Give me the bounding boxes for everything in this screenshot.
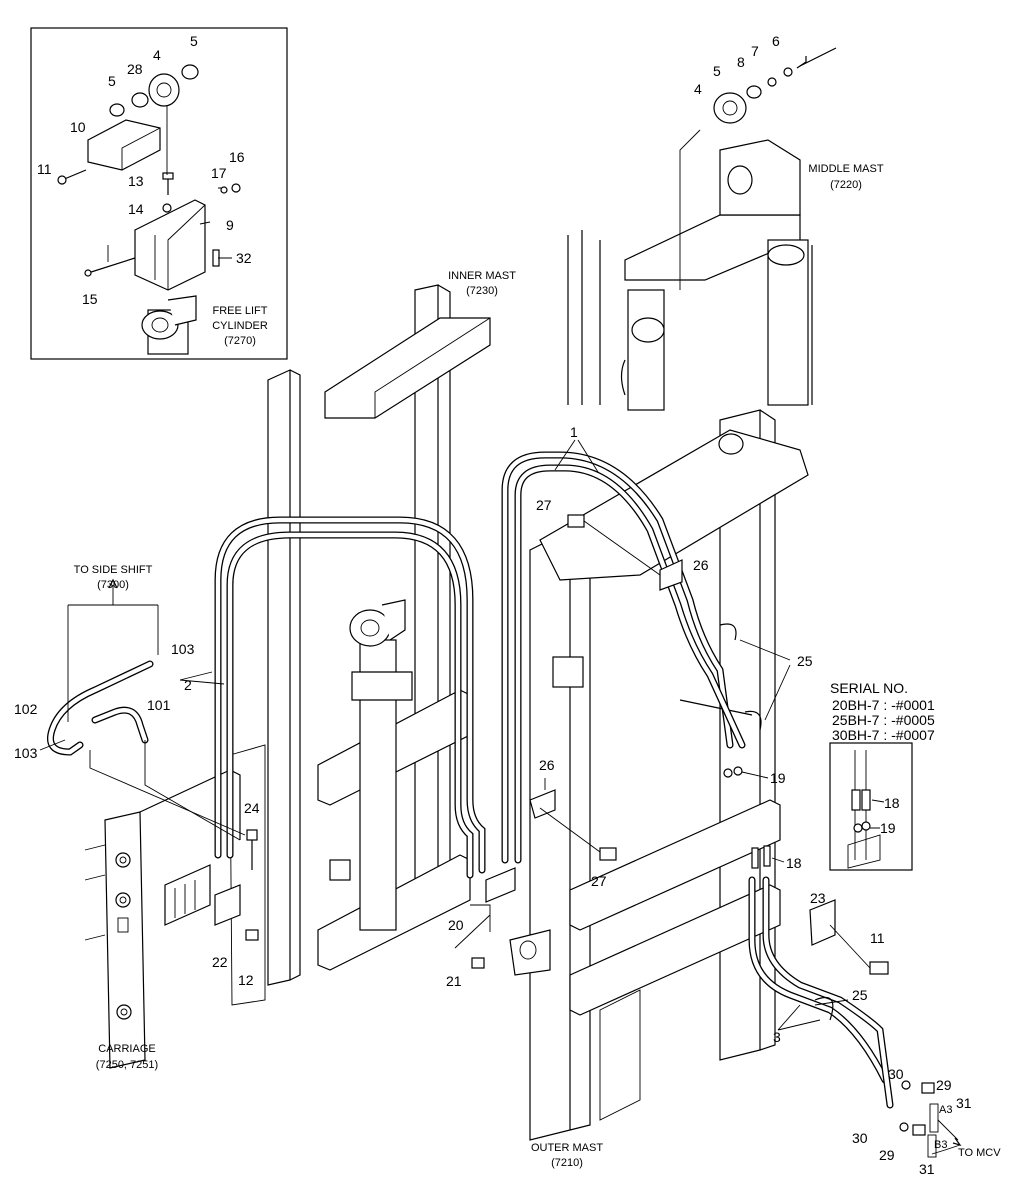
serial-line-1: 20BH-7 : -#0001: [832, 697, 935, 713]
caption-outer-mast-1: OUTER MAST: [531, 1142, 603, 1154]
side-shift-hoses: TO SIDE SHIFT (7300) 103 102 101 103: [14, 564, 246, 841]
label-25a: 25: [797, 653, 813, 669]
label-30a: 30: [888, 1066, 904, 1082]
label-32: 32: [236, 250, 252, 266]
label-16: 16: [229, 149, 245, 165]
caption-carriage-1: CARRIAGE: [98, 1043, 155, 1055]
label-29a: 29: [936, 1077, 952, 1093]
label-26b: 26: [539, 757, 555, 773]
label-29b: 29: [879, 1147, 895, 1163]
caption-side-shift-2: (7300): [97, 579, 129, 591]
label-28: 28: [127, 61, 143, 77]
hose-3-assembly: 3: [748, 876, 894, 1109]
serial-line-3: 30BH-7 : -#0007: [832, 727, 935, 743]
label-9: 9: [226, 217, 234, 233]
label-10: 10: [70, 119, 86, 135]
label-101: 101: [147, 697, 171, 713]
label-3: 3: [773, 1029, 781, 1045]
hose-2-assembly: 2: [179, 516, 486, 879]
pulley-4-top: [713, 92, 747, 124]
label-21: 21: [446, 973, 462, 989]
caption-free-lift-3: (7270): [224, 335, 256, 347]
label-31a: 31: [956, 1095, 972, 1111]
label-2: 2: [184, 677, 192, 693]
inner-mast: INNER MAST (7230): [267, 270, 516, 986]
label-27b: 27: [591, 873, 607, 889]
label-12: 12: [238, 972, 254, 988]
middle-mast: 6 8 7 5 4 MIDDLE MAST (7220): [567, 33, 884, 411]
label-4b: 4: [694, 81, 702, 97]
bracket-23: [809, 899, 836, 946]
label-4a: 4: [153, 47, 161, 63]
label-27a: 27: [536, 497, 552, 513]
label-13: 13: [128, 173, 144, 189]
clamp-26-lower: [529, 789, 556, 819]
serial-inset-frame: [829, 742, 913, 871]
hose-1-assembly: 1: [501, 424, 746, 864]
label-7: 7: [751, 43, 759, 59]
label-24: 24: [244, 800, 260, 816]
caption-middle-mast-2: (7220): [830, 179, 862, 191]
caption-inner-mast-1: INNER MAST: [448, 270, 516, 282]
label-31b: 31: [919, 1161, 935, 1177]
label-11a: 11: [37, 161, 52, 177]
label-30b: 30: [852, 1130, 868, 1146]
label-5a: 5: [190, 33, 198, 49]
label-25b: 25: [852, 987, 868, 1003]
connector-block-22: [214, 884, 241, 926]
label-11b: 11: [870, 930, 885, 946]
label-8: 8: [737, 54, 745, 70]
carriage-plate: [104, 811, 146, 1069]
label-14: 14: [128, 201, 144, 217]
label-102: 102: [14, 701, 38, 717]
bracket-9-shape: [134, 199, 206, 291]
label-17: 17: [211, 165, 227, 181]
label-23: 23: [810, 890, 826, 906]
label-19b: 19: [880, 820, 896, 836]
caption-free-lift-1: FREE LIFT: [212, 305, 267, 317]
carriage: CARRIAGE (7250, 7251): [84, 744, 266, 1071]
clamp-26-upper: [659, 559, 683, 591]
label-20: 20: [448, 917, 464, 933]
label-18a: 18: [786, 855, 802, 871]
caption-outer-mast-2: (7210): [551, 1157, 583, 1169]
free-lift-inset: 5 4 28 5 10 11 13 17 16 14 9 32 15 FREE …: [30, 27, 288, 360]
label-6: 6: [772, 33, 780, 49]
serial-title: SERIAL NO.: [830, 680, 908, 696]
label-22: 22: [212, 954, 228, 970]
pulley-4-shape: [148, 73, 180, 107]
inner-mast-top-beam: [324, 317, 491, 419]
caption-carriage-2: (7250, 7251): [96, 1059, 158, 1071]
outer-mast: OUTER MAST (7210): [509, 409, 809, 1169]
inset-frame: [30, 27, 288, 360]
outer-mast-top-beam: [539, 429, 809, 581]
label-103b: 103: [14, 745, 38, 761]
caption-free-lift-2: CYLINDER: [212, 320, 268, 332]
caption-side-shift-1: TO SIDE SHIFT: [74, 564, 153, 576]
label-1: 1: [570, 424, 578, 440]
label-19a: 19: [770, 770, 786, 786]
port-b3: B3: [934, 1139, 947, 1151]
connector-block-20: [485, 867, 516, 903]
serial-line-2: 25BH-7 : -#0005: [832, 712, 935, 728]
label-5c: 5: [713, 63, 721, 79]
port-a3: A3: [939, 1104, 952, 1116]
label-18b: 18: [884, 795, 900, 811]
caption-to-mcv: TO MCV: [958, 1147, 1001, 1159]
bracket-10-shape: [87, 119, 161, 171]
serial-inset: SERIAL NO. 20BH-7 : -#0001 25BH-7 : -#00…: [829, 680, 935, 871]
label-5b: 5: [108, 73, 116, 89]
caption-middle-mast-1: MIDDLE MAST: [808, 163, 883, 175]
caption-inner-mast-2: (7230): [466, 285, 498, 297]
label-103a: 103: [171, 641, 195, 657]
fittings: 22 12 24 20 21 26 26 27 27 25 25 19: [212, 497, 1001, 1177]
label-15: 15: [82, 291, 98, 307]
label-26a: 26: [693, 557, 709, 573]
